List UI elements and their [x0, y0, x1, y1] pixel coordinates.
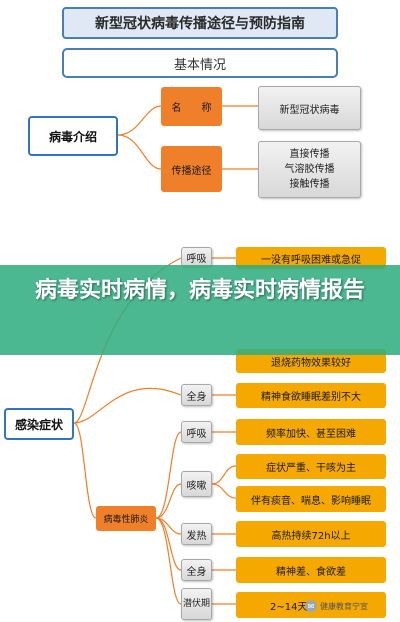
pneumonia-node: 病毒性肺炎 [96, 506, 156, 531]
incubation-text: 2~14天、 [270, 601, 318, 613]
title-banner [0, 265, 400, 355]
sub-fever: 发热 [181, 523, 212, 545]
sub-cough-item: 症状严重、干咳为主 [236, 454, 386, 479]
sub-fever-item: 高热持续72h以上 [236, 521, 386, 547]
virus-name-value: 新型冠状病毒 [258, 86, 361, 130]
name-label-node: 名 称 [161, 87, 222, 126]
virus-intro-node: 病毒介绍 [28, 116, 118, 156]
route-label-node: 传播途径 [161, 146, 222, 192]
sub-breathing-item: 频率加快、甚至困难 [236, 419, 386, 445]
sub-general: 全身 [181, 559, 212, 581]
sub-cough-item: 伴有痰音、喘息、影响睡眠 [236, 486, 386, 512]
infection-symptoms-node: 感染症状 [4, 408, 74, 440]
route-item: 直接传播 [289, 149, 330, 160]
sub-breathing: 呼吸 [181, 421, 212, 443]
route-item: 接触传播 [289, 179, 330, 190]
sub-incubation: 潜伏期 [181, 588, 212, 620]
route-item: 气溶胶传播 [284, 164, 335, 175]
general-item: 精神食欲睡眠差别不大 [236, 383, 386, 408]
sub-cough: 咳嗽 [181, 471, 212, 497]
watermark-text: 健康教育宁宣 [320, 601, 368, 611]
guide-title: 新型冠状病毒传播途径与预防指南 [62, 7, 338, 39]
general-branch: 全身 [181, 384, 212, 406]
watermark-icon: ✉ [305, 600, 317, 612]
breathing-branch-top: 呼吸 [181, 247, 212, 267]
basic-info-heading: 基本情况 [62, 48, 338, 78]
banner-title: 病毒实时病情，病毒实时病情报告 [34, 278, 365, 303]
breathing-item-top: 一没有呼吸困难或急促 [236, 247, 386, 269]
watermark: ✉ 健康教育宁宣 [305, 596, 395, 616]
sub-general-item: 精神差、食欲差 [236, 557, 386, 583]
banner-fragment: 22 [38, 286, 58, 302]
route-list-node: 直接传播 气溶胶传播 接触传播 [258, 141, 361, 198]
